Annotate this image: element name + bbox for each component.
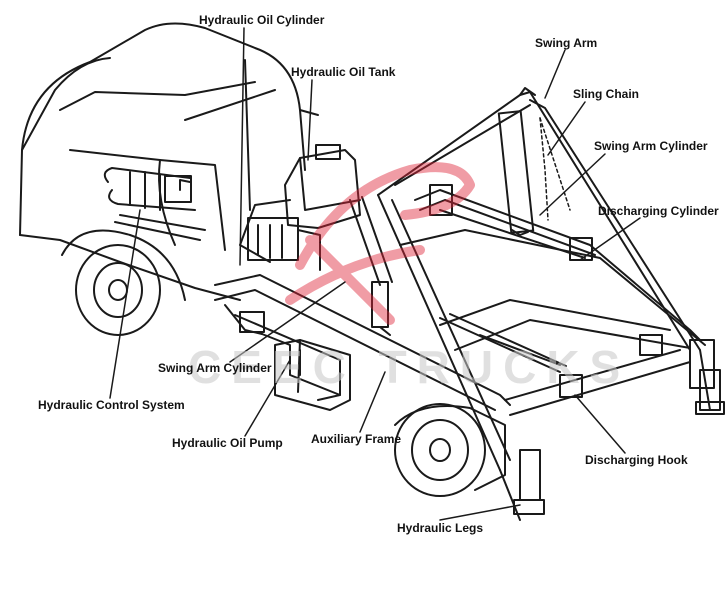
leader-swing-arm: [544, 49, 566, 99]
leader-oil-tank: [307, 79, 313, 161]
front-wheel: [61, 229, 186, 336]
leader-oil-cylinder: [239, 27, 245, 266]
sling-chain: [539, 117, 571, 221]
hydraulic-legs: [513, 369, 725, 515]
swing-arm-cylinders: [349, 110, 535, 336]
discharging-frame: [399, 184, 715, 416]
leader-swing-arm-cylinder-left: [229, 281, 346, 363]
label-auxiliary-frame: Auxiliary Frame: [311, 432, 402, 446]
rear-wheel: [394, 403, 506, 497]
label-hydraulic-oil-pump: Hydraulic Oil Pump: [172, 436, 283, 450]
label-discharging-cylinder: Discharging Cylinder: [598, 204, 719, 218]
leader-auxiliary-frame: [359, 371, 386, 433]
label-hydraulic-legs: Hydraulic Legs: [397, 521, 484, 535]
label-sling-chain: Sling Chain: [573, 87, 639, 101]
oil-pump: [274, 339, 351, 411]
label-swing-arm-cylinder-left: Swing Arm Cylinder: [158, 361, 272, 375]
leader-swing-arm-cylinder-right: [539, 153, 606, 216]
leader-control-system: [109, 209, 141, 399]
label-swing-arm-cylinder-right: Swing Arm Cylinder: [594, 139, 708, 153]
leader-lines: [109, 27, 641, 521]
leader-discharging-hook: [574, 394, 626, 454]
control-system: [103, 167, 206, 241]
label-discharging-hook: Discharging Hook: [585, 453, 688, 467]
cab: [19, 22, 319, 301]
label-hydraulic-oil-tank: Hydraulic Oil Tank: [291, 65, 396, 79]
watermark-text: CEEC TRUCKS: [188, 341, 631, 393]
brand-logo-watermark: [285, 162, 475, 325]
label-hydraulic-oil-cylinder: Hydraulic Oil Cylinder: [199, 13, 325, 27]
leader-oil-pump: [244, 359, 291, 437]
leader-sling-chain: [547, 101, 586, 156]
leader-hydraulic-legs: [439, 504, 521, 521]
discharging-cylinders: [439, 209, 586, 373]
label-hydraulic-control-system: Hydraulic Control System: [38, 398, 185, 412]
oil-tank: [239, 144, 361, 271]
label-swing-arm: Swing Arm: [535, 36, 598, 50]
leader-discharging-cylinder: [579, 217, 641, 261]
